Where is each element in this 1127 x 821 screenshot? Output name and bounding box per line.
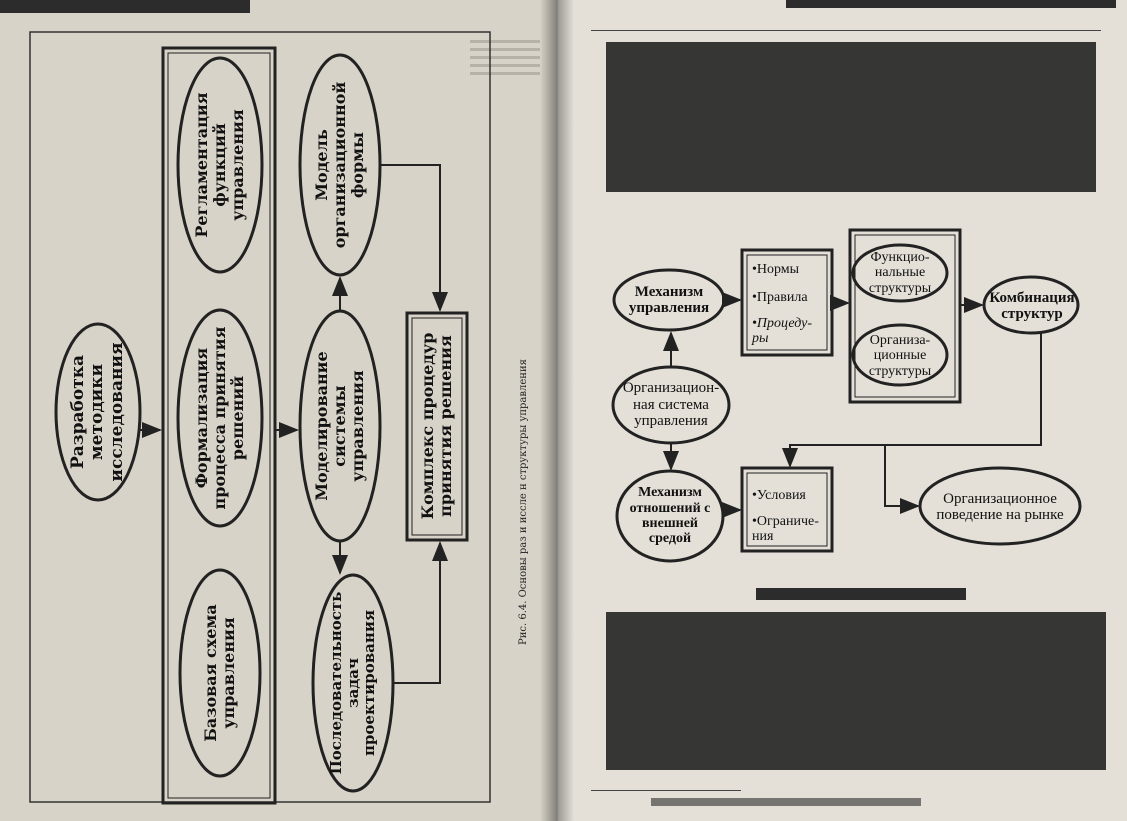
left-page xyxy=(0,0,556,821)
organizational-label: Организа-ционные структуры xyxy=(868,332,932,379)
rules-item: •Правила xyxy=(752,290,808,305)
mechanism-label: Механизм управления xyxy=(628,283,710,317)
procedures-box xyxy=(405,311,469,542)
formalization-node xyxy=(176,308,264,528)
relations-label: Механизм отношений с внешней средой xyxy=(629,485,711,547)
right-bottom-paragraph xyxy=(606,612,1106,770)
book-spine xyxy=(540,0,574,821)
right-header-redaction xyxy=(786,0,1116,8)
functional-node xyxy=(851,243,949,303)
regulation-node xyxy=(176,56,264,274)
right-page xyxy=(556,0,1127,821)
right-footnote xyxy=(651,798,921,806)
left-bleed-text xyxy=(470,40,540,80)
header-rule xyxy=(591,30,1101,31)
conditions-box xyxy=(740,466,834,553)
limitations-item: •Ограниче-ния xyxy=(752,514,819,545)
procedures-item: •Процеду-ры xyxy=(752,316,812,347)
behavior-node xyxy=(918,466,1082,546)
combination-node xyxy=(982,275,1080,335)
combination-label: Комбинация структур xyxy=(989,289,1075,323)
methodology-node xyxy=(54,322,142,502)
organizational-node xyxy=(851,323,949,387)
right-mid-heading xyxy=(756,588,966,600)
org-system-label: Организацион-ная система управления xyxy=(622,380,720,430)
structures-box xyxy=(848,228,962,404)
footnote-rule xyxy=(591,790,741,791)
conditions-item: •Условия xyxy=(752,488,806,503)
base-scheme-node xyxy=(178,568,262,778)
norms-item: •Нормы xyxy=(752,262,800,277)
functional-label: Функцио-нальные структуры xyxy=(868,249,932,296)
behavior-label: Организационное поведение на рынке xyxy=(936,490,1064,524)
right-top-paragraph xyxy=(606,42,1096,192)
structure-column xyxy=(161,46,277,805)
left-header-redaction xyxy=(0,0,250,13)
org-system-node xyxy=(611,365,731,445)
